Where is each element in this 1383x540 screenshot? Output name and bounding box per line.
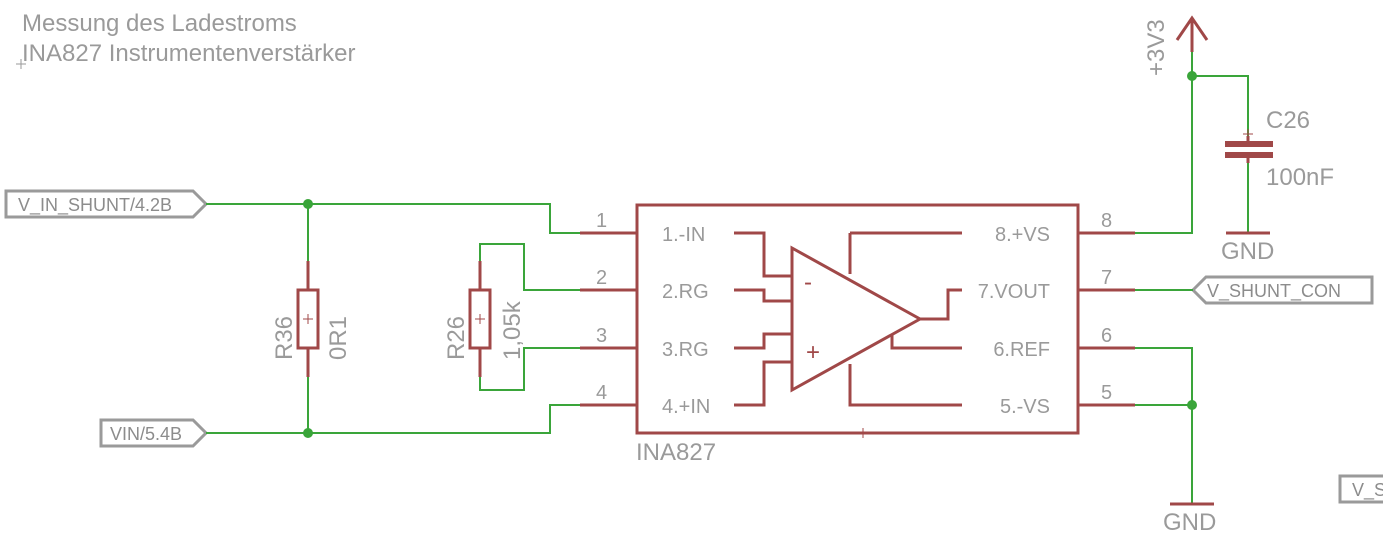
net-label-v-in-shunt: V_IN_SHUNT/4.2B xyxy=(18,195,172,216)
ic-name: INA827 xyxy=(636,439,716,466)
opamp-plus: + xyxy=(806,339,820,366)
junction-dot xyxy=(1187,400,1197,410)
ic-ina827[interactable] xyxy=(580,203,1135,438)
junction-dot xyxy=(1187,71,1197,81)
pin-number-8: 8 xyxy=(1101,210,1112,232)
gnd-label-top: GND xyxy=(1221,238,1274,265)
net-label-vin: VIN/5.4B xyxy=(110,424,182,444)
c26-value: 100nF xyxy=(1266,164,1334,191)
r36-value: 0R1 xyxy=(325,316,352,360)
pin-name-plus-vs: 8.+VS xyxy=(995,224,1050,246)
net-label-v-shunt-con: V_SHUNT_CON xyxy=(1207,281,1341,302)
pin-name-vout: 7.VOUT xyxy=(978,281,1050,303)
pin-number-7: 7 xyxy=(1101,267,1112,289)
origin-cross-icon xyxy=(16,59,26,69)
pin-name-plus-in: 4.+IN xyxy=(662,396,710,418)
r26-name: R26 xyxy=(443,316,470,360)
title-line-2: INA827 Instrumentenverstärker xyxy=(22,40,355,67)
pin-number-3: 3 xyxy=(596,325,607,347)
gnd-label-bottom: GND xyxy=(1163,509,1216,536)
r36-name: R36 xyxy=(271,316,298,360)
pin-name-ref: 6.REF xyxy=(993,339,1050,361)
pin-number-2: 2 xyxy=(596,267,607,289)
pin-number-4: 4 xyxy=(596,382,607,404)
net-flag-vin[interactable]: VIN/5.4B xyxy=(99,418,209,448)
pin-name-minus-in: 1.-IN xyxy=(662,224,705,246)
capacitor-c26[interactable] xyxy=(1225,129,1273,163)
supply-arrow-icon xyxy=(1175,15,1209,52)
supply-label: +3V3 xyxy=(1143,19,1170,76)
wires xyxy=(206,52,1249,503)
pin-name-rg-3: 3.RG xyxy=(662,339,709,361)
net-label-cut-off: V_S xyxy=(1352,480,1383,501)
pin-name-minus-vs: 5.-VS xyxy=(1000,396,1050,418)
pin-number-1: 1 xyxy=(596,210,607,232)
net-flag-v-shunt-con[interactable]: V_SHUNT_CON xyxy=(1190,275,1374,305)
pin-name-rg-2: 2.RG xyxy=(662,281,709,303)
junction-dot xyxy=(303,428,313,438)
pin-number-6: 6 xyxy=(1101,325,1112,347)
net-flag-v-in-shunt[interactable]: V_IN_SHUNT/4.2B xyxy=(4,189,209,219)
opamp-minus: - xyxy=(804,269,812,296)
resistor-r26[interactable] xyxy=(468,261,492,377)
junction-dot xyxy=(303,199,313,209)
c26-name: C26 xyxy=(1266,107,1310,134)
r26-value: 1,05k xyxy=(499,300,526,360)
pin-number-5: 5 xyxy=(1101,382,1112,404)
net-flag-cut-off[interactable]: V_S xyxy=(1338,474,1383,504)
resistor-r36[interactable] xyxy=(296,261,320,377)
title-line-1: Messung des Ladestroms xyxy=(22,10,297,37)
